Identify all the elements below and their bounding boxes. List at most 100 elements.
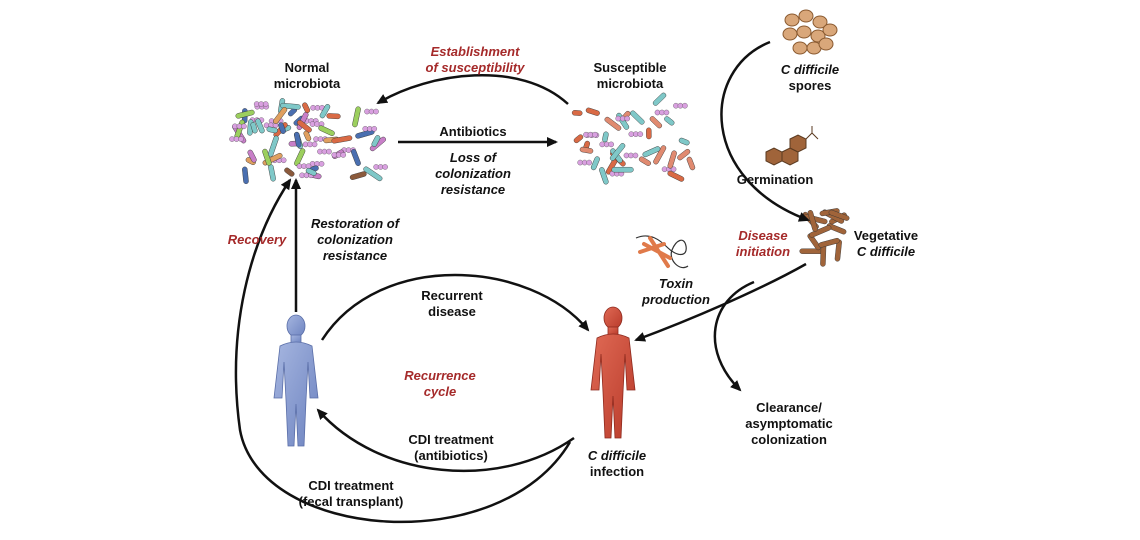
bacterium-cocci (663, 109, 670, 116)
bacterium-rod (250, 122, 258, 134)
bacterium-cocci (624, 115, 630, 122)
bacterium-rod (331, 135, 353, 144)
bacterium-rod (319, 104, 331, 119)
bacterium-rod (638, 156, 651, 166)
bacterium-rod (602, 131, 609, 143)
spore (796, 25, 812, 39)
bacterium-rod (302, 102, 311, 114)
bacterium-rod (247, 149, 257, 163)
vegetative-cell (807, 210, 818, 232)
bacterium-rod (652, 92, 667, 106)
bacterium-rod (653, 145, 667, 165)
antibiotics-label: Antibiotics (439, 124, 507, 139)
bacterium-rod (642, 146, 661, 158)
cdi-treatment-fecal-label: CDI treatment(fecal transplant) (298, 478, 404, 509)
bacterium-cocci (241, 123, 247, 130)
bacterium-rod (255, 118, 265, 134)
bacterium-rod (667, 150, 677, 169)
bacterium-rod (351, 149, 361, 166)
bacterium-cocci (280, 157, 287, 164)
spore (792, 41, 808, 55)
bacterium-rod (609, 143, 626, 161)
spores-cluster (782, 9, 838, 55)
bacterium-rod (278, 122, 286, 134)
bacterium-rod (585, 107, 600, 116)
infected-person-figure (590, 306, 636, 439)
bacterium-rod (297, 119, 312, 133)
vegetative-cell (826, 223, 847, 235)
arrow-to-clearance (713, 280, 755, 392)
spore (782, 27, 798, 41)
bacterium-rod (268, 164, 276, 182)
bacterium-rod (579, 146, 594, 154)
arrow-cdi-treatment-antibiotics (316, 408, 575, 473)
bacterium-cocci (340, 152, 346, 158)
arrow-recurrent-disease (320, 273, 590, 341)
vegetative-cell (809, 225, 832, 238)
bacterium-rod (649, 116, 663, 129)
bacterium-rod (284, 167, 295, 177)
bacterium-rod (686, 156, 696, 171)
bacterium-cocci (238, 136, 244, 142)
vegetative-cell (818, 237, 840, 248)
bacterium-cocci (608, 141, 614, 148)
bacterium-cocci (311, 141, 318, 148)
spore (784, 13, 800, 27)
bacterium-cocci (262, 101, 269, 107)
bacterium-rod (667, 170, 685, 182)
bacterium-rod (294, 148, 306, 167)
recovery-label: Recovery (227, 232, 287, 247)
bacterium-rod (646, 127, 652, 140)
bacterium-cocci (382, 164, 388, 170)
spore (818, 37, 834, 51)
vegetative-cell (828, 209, 850, 221)
germination-label: Germination (736, 172, 814, 187)
bacterium-cocci (670, 166, 677, 172)
bacterium-rod (326, 113, 341, 120)
bacterium-rod (371, 135, 381, 147)
normal-microbiota-cluster (229, 98, 388, 185)
bacterium-cocci (632, 152, 639, 159)
toxin-icon (635, 235, 689, 269)
bacterium-rod (273, 106, 288, 124)
bacterium-rod (242, 166, 249, 185)
bacterium-cocci (318, 161, 325, 167)
bacterium-rod (305, 167, 317, 176)
bacterium-rod (630, 110, 645, 125)
bacterium-rod (664, 116, 675, 126)
bacterium-rod (303, 130, 312, 142)
bacterium-rod (294, 131, 302, 148)
bacterium-cocci (326, 148, 332, 155)
spore (812, 15, 828, 29)
bacterium-rod (235, 109, 255, 119)
bacterium-rod (266, 126, 278, 134)
germinant-molecule-icon (765, 126, 819, 166)
bacterium-rod (363, 166, 383, 182)
bacterium-cocci (682, 102, 688, 109)
bacterium-rod (604, 116, 622, 131)
arrow-cdi-treatment-fecal (234, 178, 572, 524)
bacterium-rod (611, 166, 634, 173)
bacterium-rod (262, 148, 272, 166)
bacterium-rod (678, 137, 690, 146)
arrow-establishment (376, 73, 569, 105)
bacterium-rod (590, 156, 600, 171)
bacterium-cocci (586, 159, 592, 166)
spore (798, 9, 814, 23)
susceptible-microbiota-cluster (571, 92, 696, 185)
bacterium-rod (268, 135, 279, 157)
